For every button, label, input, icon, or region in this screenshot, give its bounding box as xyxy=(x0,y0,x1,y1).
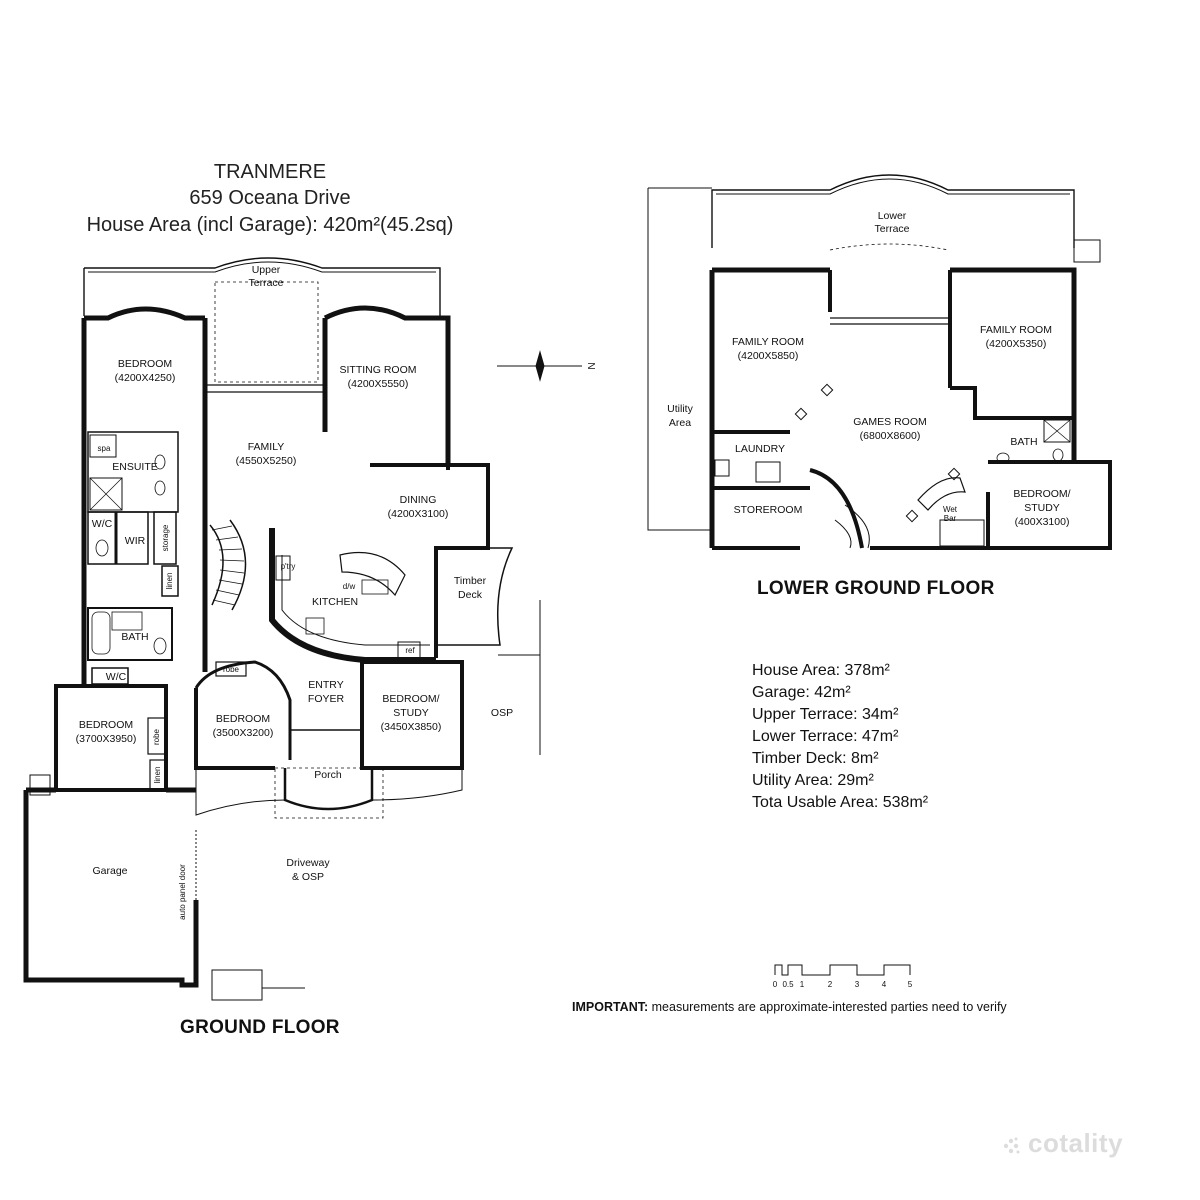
label-sitting-room-dim: (4200X5550) xyxy=(348,378,409,390)
lower-floor-plan xyxy=(647,174,1112,550)
label-linen-1: linen xyxy=(165,573,174,590)
label-family-room-left: FAMILY ROOM xyxy=(732,336,804,348)
label-family-room-right-dim: (4200X5350) xyxy=(986,338,1047,350)
north-arrow-icon: N xyxy=(497,350,596,382)
label-wet-bar-2: Bar xyxy=(944,514,957,523)
label-lower-terrace-1: Lower xyxy=(878,210,907,222)
label-auto-panel-door: auto panel door xyxy=(178,864,187,920)
scale-tick-0: 0 xyxy=(773,980,778,989)
label-robe-left: robe xyxy=(152,728,161,745)
label-dishwasher: d/w xyxy=(343,582,356,591)
label-bath: BATH xyxy=(121,631,148,643)
label-laundry: LAUNDRY xyxy=(735,443,785,455)
scale-tick-2: 2 xyxy=(828,980,833,989)
label-family: FAMILY xyxy=(248,441,285,453)
label-kitchen: KITCHEN xyxy=(312,596,358,608)
house-area-summary: House Area (incl Garage): 420m²(45.2sq) xyxy=(86,214,454,236)
label-spa: spa xyxy=(98,444,111,453)
label-porch: Porch xyxy=(314,769,342,781)
scale-tick-1: 1 xyxy=(800,980,805,989)
area-lower-terrace: Lower Terrace: 47m² xyxy=(752,728,899,745)
disclaimer: IMPORTANT: measurements are approximate-… xyxy=(572,1000,1007,1014)
label-driveway-2: & OSP xyxy=(292,871,324,883)
label-linen-2: linen xyxy=(153,767,162,784)
label-wir: WIR xyxy=(125,535,146,547)
label-bedroom-main-dim: (4200X4250) xyxy=(115,372,176,384)
label-robe-mid: robe xyxy=(223,665,240,674)
label-wet-bar-1: Wet xyxy=(943,505,958,514)
scale-tick-3: 3 xyxy=(855,980,860,989)
disclaimer-bold: IMPORTANT: xyxy=(572,1000,649,1014)
area-garage: Garage: 42m² xyxy=(752,684,851,701)
disclaimer-text: measurements are approximate-interested … xyxy=(648,1000,1007,1014)
label-bedroom-mid: BEDROOM xyxy=(216,713,270,725)
label-bedroom-mid-dim: (3500X3200) xyxy=(213,727,274,739)
label-games-room: GAMES ROOM xyxy=(853,416,927,428)
label-family-dim: (4550X5250) xyxy=(236,455,297,467)
label-sitting-room: SITTING ROOM xyxy=(340,364,417,376)
scale-bar: 0 0.5 1 2 3 4 5 xyxy=(773,964,913,989)
label-ref: ref xyxy=(405,646,415,655)
area-total-usable: Tota Usable Area: 538m² xyxy=(752,794,929,811)
label-bedroom-study-lower-2: STUDY xyxy=(1024,502,1060,514)
label-bedroom-study-lower-dim: (400X3100) xyxy=(1015,516,1070,528)
label-storeroom: STOREROOM xyxy=(734,504,803,516)
label-upper-terrace-2: Terrace xyxy=(248,277,283,289)
label-storage: storage xyxy=(161,524,170,551)
area-upper-terrace: Upper Terrace: 34m² xyxy=(752,706,899,723)
compass-n-label: N xyxy=(585,362,596,369)
label-wc-upper: W/C xyxy=(92,518,113,530)
label-bath-lower: BATH xyxy=(1010,436,1037,448)
brand-watermark: cotality xyxy=(1028,1128,1124,1158)
label-family-room-left-dim: (4200X5850) xyxy=(738,350,799,362)
label-upper-terrace-1: Upper xyxy=(252,264,281,276)
area-summary-list: House Area: 378m² Garage: 42m² Upper Ter… xyxy=(752,660,928,814)
label-family-room-right: FAMILY ROOM xyxy=(980,324,1052,336)
lower-ground-floor-label: LOWER GROUND FLOOR xyxy=(757,578,995,599)
label-timber-deck-2: Deck xyxy=(458,589,483,601)
area-utility: Utility Area: 29m² xyxy=(752,772,874,789)
label-ensuite: ENSUITE xyxy=(112,461,158,473)
scale-tick-0-5: 0.5 xyxy=(782,980,794,989)
property-address: 659 Oceana Drive xyxy=(189,187,351,209)
label-bedroom-left: BEDROOM xyxy=(79,719,133,731)
label-pantry: p'try xyxy=(281,562,296,571)
label-osp: OSP xyxy=(491,707,513,719)
label-wc-lower: W/C xyxy=(106,671,127,683)
area-timber-deck: Timber Deck: 8m² xyxy=(752,750,879,767)
ground-floor-plan xyxy=(23,257,541,1001)
label-bedroom-left-dim: (3700X3950) xyxy=(76,733,137,745)
label-utility-1: Utility xyxy=(667,403,693,415)
lower-floor-labels: Lower Terrace FAMILY ROOM (4200X5850) FA… xyxy=(667,210,1071,528)
property-suburb: TRANMERE xyxy=(213,161,327,183)
ground-floor-label: GROUND FLOOR xyxy=(180,1017,340,1038)
label-garage: Garage xyxy=(92,865,127,877)
label-games-room-dim: (6800X8600) xyxy=(860,430,921,442)
label-bedroom-study-1: BEDROOM/ xyxy=(382,693,439,705)
scale-tick-4: 4 xyxy=(882,980,887,989)
label-entry-1: ENTRY xyxy=(308,679,343,691)
ground-floor-labels: Upper Terrace BEDROOM (4200X4250) SITTIN… xyxy=(76,264,513,920)
label-dining-dim: (4200X3100) xyxy=(388,508,449,520)
label-lower-terrace-2: Terrace xyxy=(874,223,909,235)
label-bedroom-study-dim: (3450X3850) xyxy=(381,721,442,733)
label-dining: DINING xyxy=(400,494,437,506)
scale-tick-5: 5 xyxy=(908,980,913,989)
label-utility-2: Area xyxy=(669,417,691,429)
label-entry-2: FOYER xyxy=(308,693,345,705)
label-bedroom-study-lower-1: BEDROOM/ xyxy=(1013,488,1070,500)
label-bedroom-main: BEDROOM xyxy=(118,358,172,370)
label-bedroom-study-2: STUDY xyxy=(393,707,429,719)
label-timber-deck-1: Timber xyxy=(454,575,487,587)
area-house: House Area: 378m² xyxy=(752,662,890,679)
label-driveway-1: Driveway xyxy=(286,857,330,869)
cotality-logo-icon xyxy=(1003,1137,1020,1154)
